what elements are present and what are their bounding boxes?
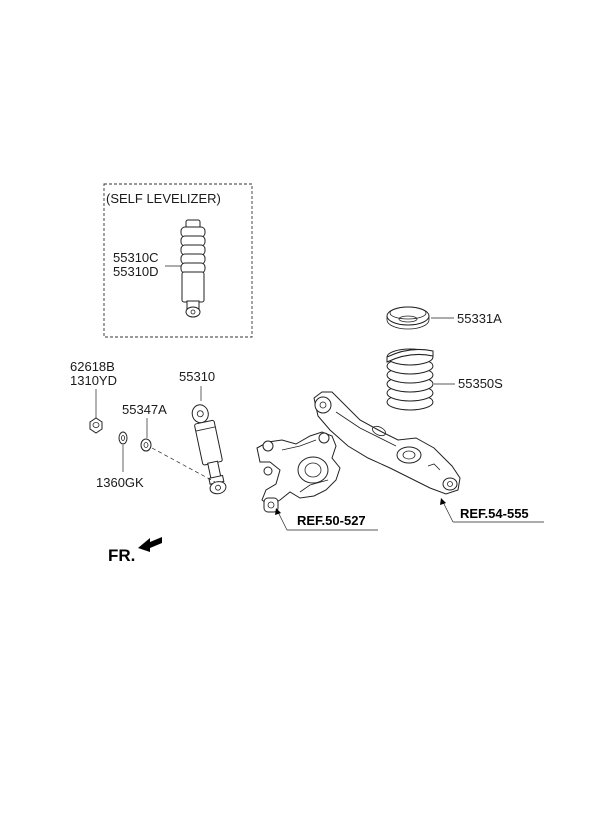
rear-knuckle-icon [256,431,341,513]
ref-54-555: REF.54-555 [460,506,529,521]
front-arrow-icon [138,537,162,552]
hex-nut-icon [89,417,103,434]
label-55331a: 55331A [457,311,502,326]
label-55310: 55310 [179,369,215,384]
label-55310c: 55310C [113,250,159,265]
self-levelizer-box [103,183,253,338]
washer-icon [140,438,152,452]
ref-50-527: REF.50-527 [297,513,366,528]
label-55347a: 55347A [122,402,167,417]
bushing-icon [118,431,128,445]
shock-absorber-icon [191,404,227,495]
ref-knuckle-callout: REF.50-527 [275,508,378,531]
label-1310yd: 1310YD [70,373,117,388]
self-levelizer-group: (SELF LEVELIZER) 55310C 55310D [103,183,253,338]
coil-spring-icon [386,348,434,411]
label-55310d: 55310D [113,264,159,279]
lower-control-arm-icon [313,391,461,495]
spring-insulator-icon [386,306,430,330]
front-direction-marker: FR. [108,537,162,565]
label-1360gk: 1360GK [96,475,144,490]
label-55350s: 55350S [458,376,503,391]
label-62618b: 62618B [70,359,115,374]
ref-arm-callout: REF.54-555 [440,498,544,523]
self-levelizer-shock-icon [180,219,206,318]
front-label: FR. [108,546,135,565]
self-levelizer-title: (SELF LEVELIZER) [106,191,221,206]
